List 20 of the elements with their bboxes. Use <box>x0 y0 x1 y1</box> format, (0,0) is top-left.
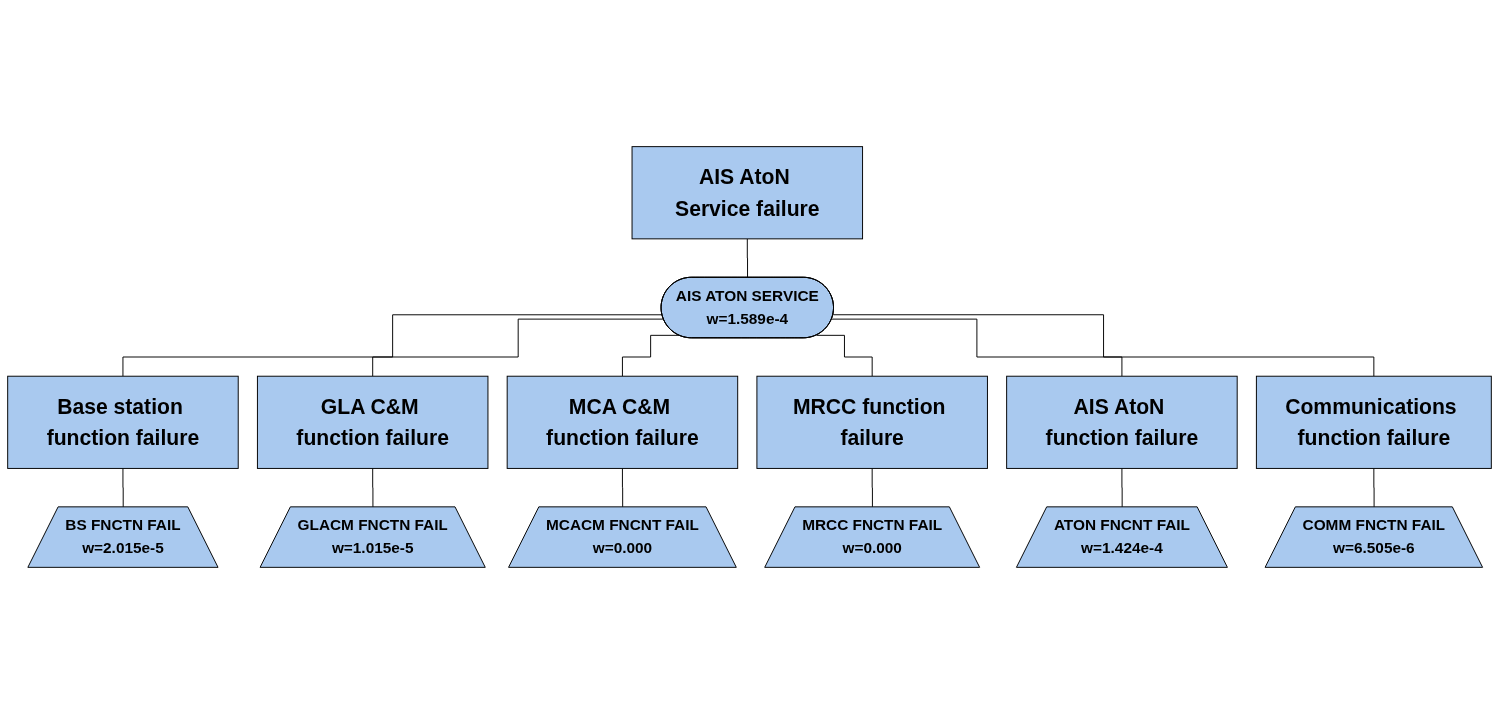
connector <box>1373 467 1375 508</box>
connector <box>621 467 624 508</box>
node-box: GLA C&M function failure <box>256 375 489 469</box>
connector <box>122 467 124 508</box>
connector <box>746 238 749 279</box>
connector <box>621 334 680 377</box>
connector <box>372 318 665 377</box>
connector <box>831 318 1123 377</box>
connector <box>122 314 663 377</box>
node-box: Base station function failure <box>7 375 239 469</box>
connector <box>1121 467 1123 508</box>
connector <box>372 467 374 508</box>
connector <box>832 314 1375 377</box>
node-box: Communications function failure <box>1255 375 1492 469</box>
connector <box>871 467 874 508</box>
node-box: MRCC function failure <box>756 375 988 469</box>
node-box: AIS AtoN function failure <box>1006 375 1238 469</box>
node-box: AIS AtoN Service failure <box>631 146 864 240</box>
connector <box>816 334 873 377</box>
node-box: MCA C&M function failure <box>506 375 739 469</box>
